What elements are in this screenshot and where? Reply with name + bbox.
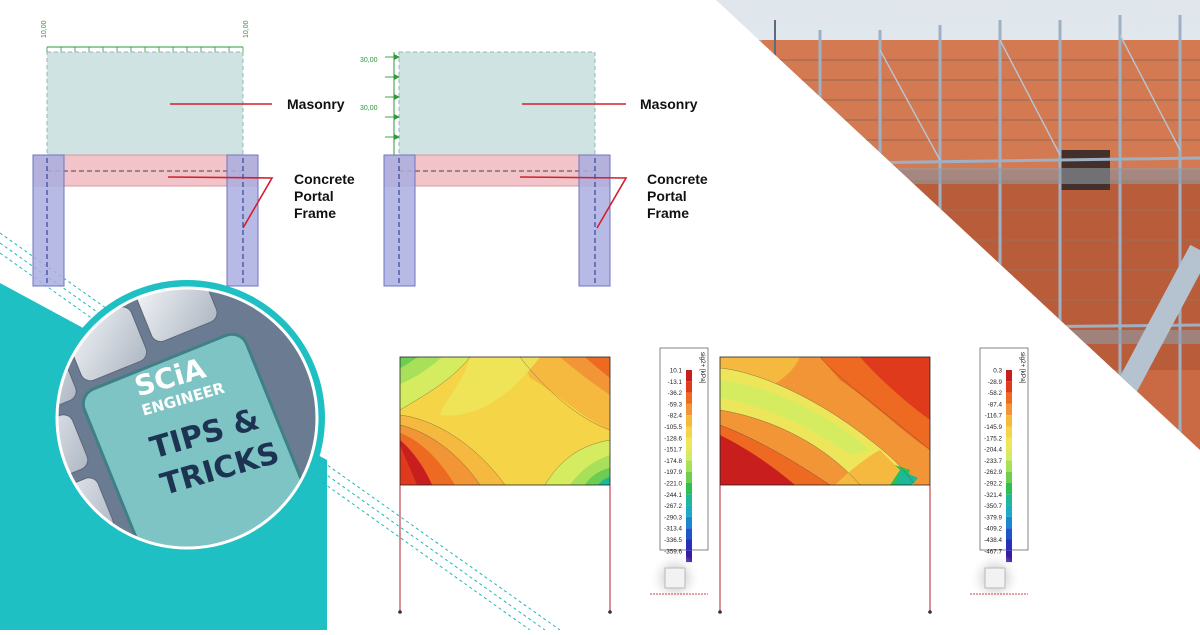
legend-color-box (1006, 505, 1012, 517)
frame-label-line1: Concrete (294, 171, 355, 187)
frame-label-line2: Portal (647, 188, 687, 204)
legend-color-box (1006, 381, 1012, 393)
legend-value: -359.6 (664, 548, 682, 555)
legend-value: -151.7 (664, 447, 682, 454)
masonry-label: Masonry (640, 96, 698, 112)
masonry-label: Masonry (287, 96, 345, 112)
legend-value: -290.3 (664, 514, 682, 521)
legend-color-box (1006, 449, 1012, 461)
tips-tricks-badge: } ] SCiA ENGINEER TIPS & TRICKS (49, 280, 325, 556)
legend-value: -36.2 (668, 390, 683, 397)
legend-value: -204.4 (984, 447, 1002, 454)
legend-color-box (686, 505, 692, 517)
left-stress-contour (398, 356, 612, 614)
load-value-top: 30,00 (360, 57, 378, 64)
legend-color-box (686, 483, 692, 495)
legend-value: -105.5 (664, 424, 682, 431)
legend-value: -467.7 (984, 548, 1002, 555)
frame-leader (519, 176, 628, 229)
legend-value: 10.1 (670, 368, 683, 375)
legend-value: -175.2 (984, 435, 1002, 442)
legend-value: -221.0 (664, 481, 682, 488)
legend-value: -438.4 (984, 537, 1002, 544)
legend-color-box (686, 415, 692, 427)
load-value-left: 10,00 (41, 20, 48, 38)
legend-color-box (1006, 494, 1012, 506)
legend-color-box (686, 381, 692, 393)
legend-value: -59.3 (668, 401, 683, 408)
legend-color-box (1006, 516, 1012, 529)
frame-label-line3: Frame (294, 205, 336, 221)
legend-right: 0.3 -28.9 -58.2 -87.4 -116.7 -145.9 -175.2 -204… (979, 347, 1029, 563)
right-structural-diagram: 30,00 30,00 Masonry Concrete Portal Fram… (360, 51, 708, 287)
load-value-right: 10,00 (243, 20, 250, 38)
legend-value: -292.2 (984, 481, 1002, 488)
legend-value: -336.5 (664, 537, 682, 544)
legend-color-box (1006, 392, 1012, 404)
legend-color-box (686, 449, 692, 461)
legend-title: sig2+ [kPa] (699, 352, 706, 384)
legend-color-box (686, 471, 692, 483)
legend-value: 0.3 (993, 368, 1002, 375)
legend-value: -13.1 (668, 379, 683, 386)
legend-color-box (686, 403, 692, 416)
legend-color-box (1006, 483, 1012, 495)
frame-label-line3: Frame (647, 205, 689, 221)
legend-color-box (686, 539, 692, 551)
legend-value: -116.7 (985, 413, 1003, 420)
legend-color-box (686, 516, 692, 529)
legend-value: -82.4 (668, 413, 683, 420)
frame-label-line2: Portal (294, 188, 334, 204)
legend-value: -87.4 (988, 401, 1003, 408)
frame-leader (167, 176, 274, 229)
right-stress-contour (718, 356, 932, 614)
concrete-column-left (32, 154, 65, 287)
legend-value: -145.9 (984, 424, 1002, 431)
legend-value: -313.4 (664, 526, 682, 533)
legend-value: -128.6 (664, 435, 682, 442)
load-value-bottom: 30,00 (360, 105, 378, 112)
legend-color-box (686, 392, 692, 404)
legend-value: -58.2 (988, 390, 1003, 397)
frame-label-line1: Concrete (647, 171, 708, 187)
legend-value: -409.2 (984, 526, 1002, 533)
legend-color-box (1006, 437, 1012, 450)
legend-color-box (686, 437, 692, 450)
legend-value: -174.8 (664, 458, 682, 465)
legend-value: -262.9 (984, 469, 1002, 476)
legend-color-box (686, 426, 692, 438)
legend-value: -233.7 (984, 458, 1002, 465)
legend-color-box (686, 494, 692, 506)
legend-value: -321.4 (984, 492, 1002, 499)
legend-title: sig2+ [kPa] (1019, 352, 1026, 384)
legend-color-box (686, 528, 692, 540)
legend-value: -197.9 (664, 469, 682, 476)
legend-value: -267.2 (664, 503, 682, 510)
legend-color-box (686, 370, 692, 382)
legend-left: 10.1 -13.1 -36.2 -59.3 -82.4 -105.5 -128.6 -151… (659, 347, 709, 563)
legend-color-box (1006, 460, 1012, 472)
legend-value: -244.1 (664, 492, 682, 499)
legend-color-box (1006, 539, 1012, 551)
legend-color-box (686, 460, 692, 472)
left-structural-diagram: 10,00 10,00 Masonry Concrete Portal Fram… (32, 20, 355, 287)
legend-color-box (1006, 403, 1012, 416)
legend-color-box (1006, 415, 1012, 427)
legend-value: -28.9 (988, 379, 1003, 386)
legend-color-box (1006, 471, 1012, 483)
legend-value: -350.7 (984, 503, 1002, 510)
view-cube-right (969, 552, 1028, 604)
legend-color-box (1006, 426, 1012, 438)
view-cube-left (649, 552, 708, 604)
legend-value: -379.9 (984, 514, 1002, 521)
legend-color-box (1006, 528, 1012, 540)
legend-color-box (1006, 370, 1012, 382)
